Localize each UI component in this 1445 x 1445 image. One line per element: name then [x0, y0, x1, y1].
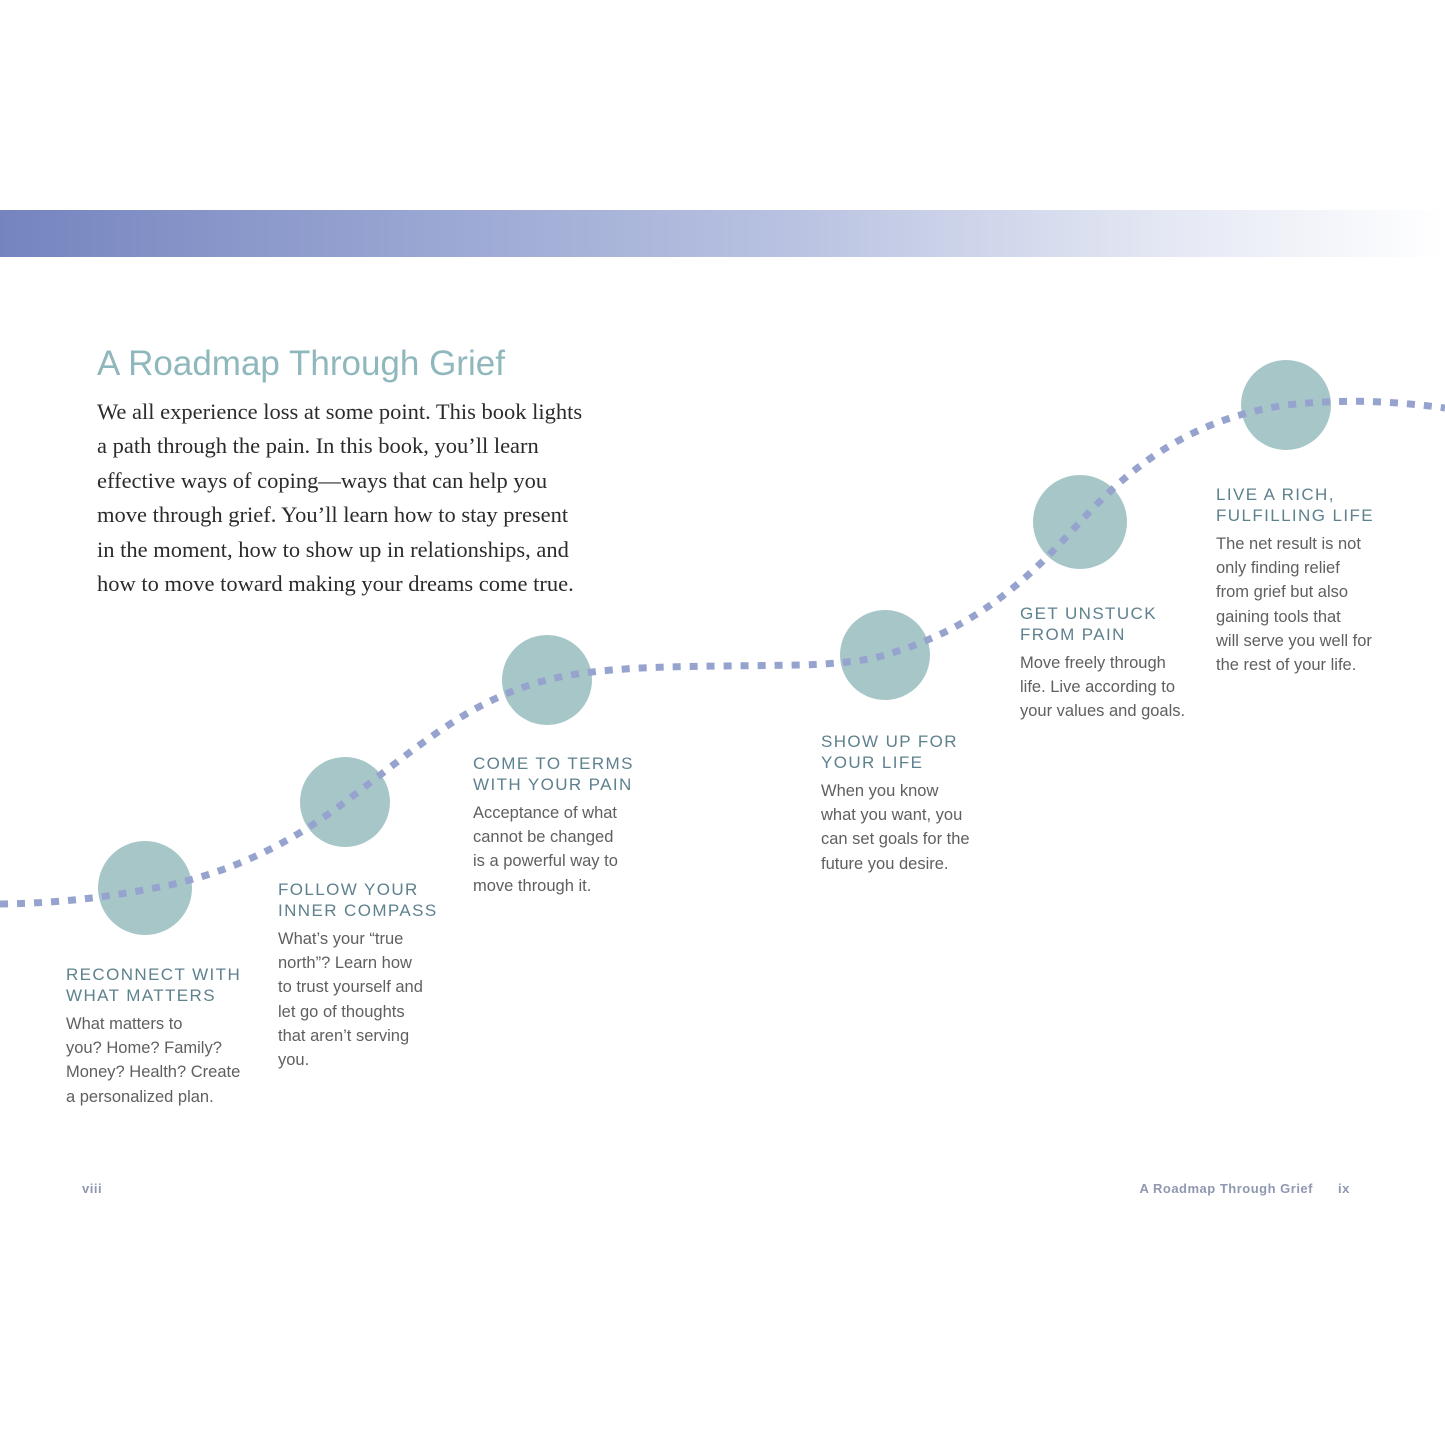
dotted-road-path [0, 397, 1445, 908]
page-title: A Roadmap Through Grief [97, 344, 505, 383]
step-get-unstuck-from-pain: GET UNSTUCK FROM PAIN Move freely throug… [1020, 603, 1185, 724]
left-page-number: viii [82, 1181, 103, 1196]
step-heading: FOLLOW YOUR INNER COMPASS [278, 880, 438, 920]
step-live-a-rich-fulfilling-life: LIVE A RICH, FULFILLING LIFE The net res… [1216, 484, 1374, 677]
milestone-circle-2 [300, 757, 390, 847]
milestone-circle-1 [98, 841, 192, 935]
step-description: What’s your “true north”? Learn how to t… [278, 930, 423, 1070]
step-description: What matters to you? Home? Family? Money… [66, 1015, 241, 1106]
milestone-circle-5 [1033, 475, 1127, 569]
intro-paragraph: We all experience loss at some point. Th… [97, 395, 657, 601]
milestone-circle-4 [840, 610, 930, 700]
milestone-circle-3 [502, 635, 592, 725]
intro-line: how to move toward making your dreams co… [97, 571, 574, 597]
intro-line: in the moment, how to show up in relatio… [97, 536, 569, 562]
step-show-up-for-your-life: SHOW UP FOR YOUR LIFE When you know what… [821, 731, 970, 876]
step-description: The net result is not only finding relie… [1216, 535, 1372, 675]
milestone-circle-6 [1241, 360, 1331, 450]
intro-line: move through grief. You’ll learn how to … [97, 502, 569, 528]
step-heading: GET UNSTUCK FROM PAIN [1020, 604, 1157, 644]
step-description: Move freely through life. Live according… [1020, 654, 1186, 721]
intro-line: effective ways of coping—ways that can h… [97, 467, 548, 493]
header-color-band [0, 210, 1445, 257]
intro-line: a path through the pain. In this book, y… [97, 433, 539, 459]
running-head: A Roadmap Through Grief [1139, 1181, 1313, 1196]
step-heading: RECONNECT WITH WHAT MATTERS [66, 965, 242, 1005]
step-reconnect-with-what-matters: RECONNECT WITH WHAT MATTERS What matters… [66, 964, 241, 1109]
step-come-to-terms-with-your-pain: COME TO TERMS WITH YOUR PAIN Acceptance … [473, 753, 634, 898]
step-follow-your-inner-compass: FOLLOW YOUR INNER COMPASS What’s your “t… [278, 879, 438, 1072]
step-heading: SHOW UP FOR YOUR LIFE [821, 732, 958, 772]
step-description: When you know what you want, you can set… [821, 782, 970, 873]
right-page-number: ix [1338, 1181, 1350, 1196]
step-heading: COME TO TERMS WITH YOUR PAIN [473, 754, 634, 794]
step-heading: LIVE A RICH, FULFILLING LIFE [1216, 485, 1374, 525]
milestone-circles [98, 360, 1331, 935]
step-description: Acceptance of what cannot be changed is … [473, 804, 618, 895]
intro-line: We all experience loss at some point. Th… [97, 399, 583, 424]
